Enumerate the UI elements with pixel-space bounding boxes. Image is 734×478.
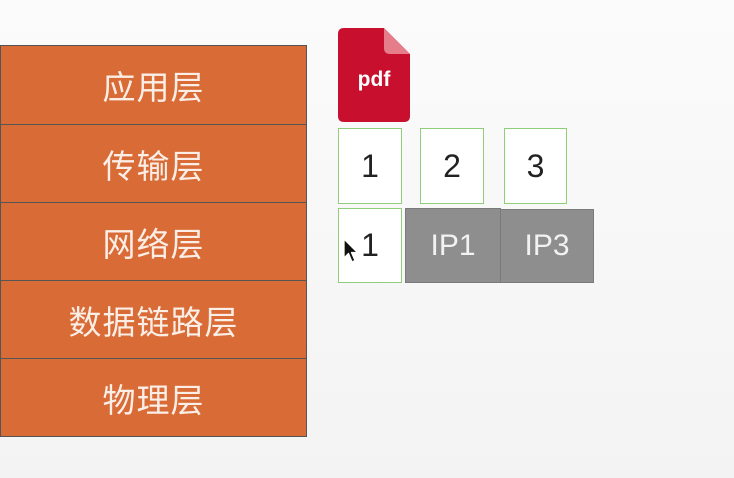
pdf-file-icon: pdf [338, 28, 410, 122]
segment-box-3: 3 [504, 128, 567, 204]
layer-data-link: 数据链路层 [0, 281, 307, 359]
ip-header-box-2: IP3 [500, 209, 594, 283]
layer-physical: 物理层 [0, 359, 307, 437]
layer-network: 网络层 [0, 203, 307, 281]
layer-transport: 传输层 [0, 125, 307, 203]
mouse-pointer-icon [343, 238, 359, 264]
ip-header-box-1: IP1 [405, 208, 501, 283]
protocol-layer-stack: 应用层 传输层 网络层 数据链路层 物理层 [0, 45, 307, 437]
layer-application: 应用层 [0, 45, 307, 125]
segment-box-1: 1 [338, 128, 402, 204]
pdf-label: pdf [357, 68, 391, 91]
pdf-file-shape [338, 28, 410, 122]
segment-box-2: 2 [420, 128, 484, 204]
